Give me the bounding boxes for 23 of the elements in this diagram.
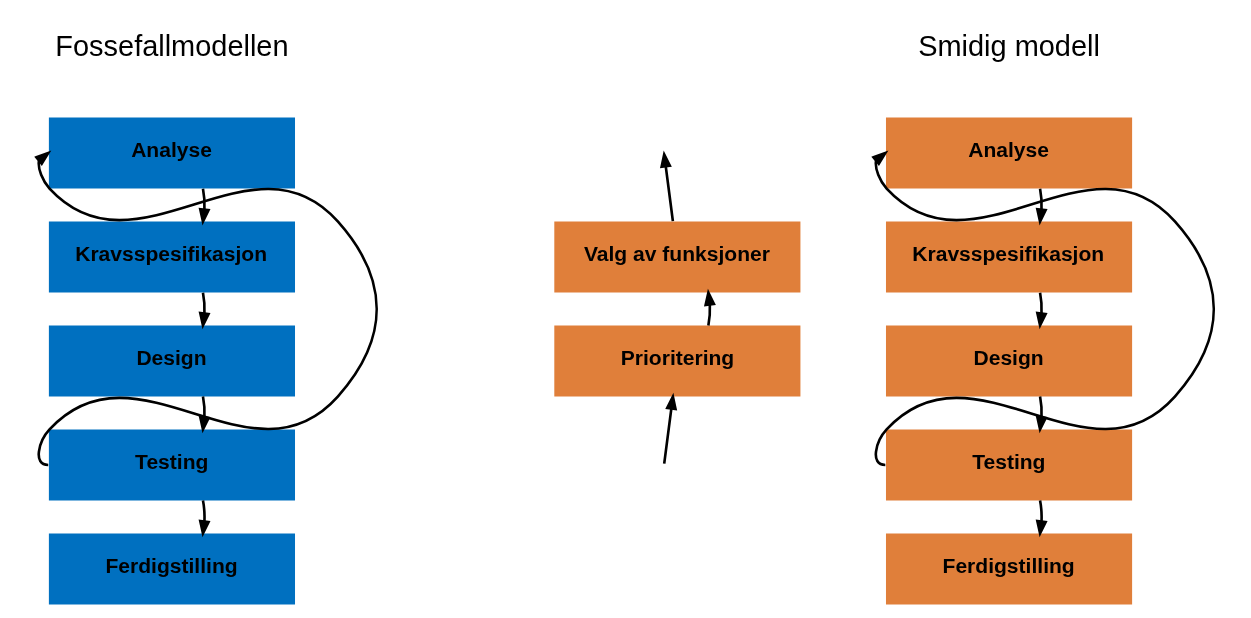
node-box: Kravsspesifikasjon (48, 221, 295, 293)
node-box: Ferdigstilling (48, 533, 295, 605)
node-box: Testing (885, 429, 1132, 501)
arrow (703, 288, 716, 326)
arrow (198, 292, 210, 330)
node-box: Kravsspesifikasjon (885, 221, 1132, 293)
node-box: Valg av funksjoner (553, 221, 800, 293)
node-box: Design (885, 325, 1132, 397)
arrow (662, 392, 677, 464)
arrow (1035, 292, 1048, 330)
arrow (198, 500, 210, 538)
node-box: Analyse (885, 117, 1132, 189)
node-box: Design (48, 325, 295, 397)
node-box: Analyse (48, 117, 295, 189)
node-box: Ferdigstilling (885, 533, 1132, 605)
arrow (198, 188, 210, 226)
label: Fossefallmodellen (54, 30, 289, 63)
arrow (1035, 500, 1048, 538)
node-box: Testing (48, 429, 295, 501)
arrow (659, 150, 674, 222)
label: Smidig modell (917, 30, 1100, 63)
node-box: Prioritering (553, 325, 800, 397)
arrow (1035, 188, 1048, 226)
